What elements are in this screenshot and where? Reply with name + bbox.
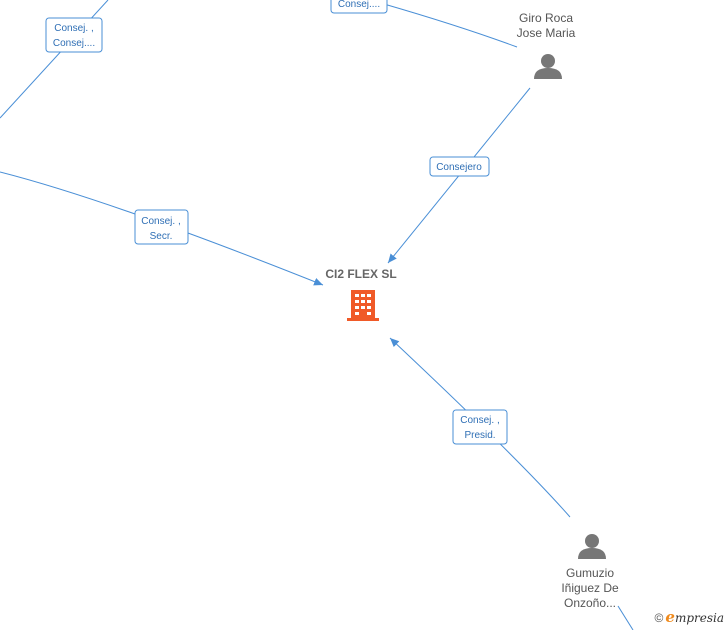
person-icon (534, 54, 562, 79)
edge-label-line: Consej. , (460, 415, 499, 426)
edge-label-line: Consej. , (54, 23, 93, 34)
person-name-line: Giro Roca (519, 11, 573, 25)
company-node[interactable]: CI2 FLEX SL (325, 267, 397, 321)
edge-label-line: Consej.... (53, 38, 95, 49)
edge-label-line: Consejero (436, 162, 482, 173)
edge-top (383, 3, 518, 48)
edge-label-line: Secr. (150, 231, 173, 242)
copyright-icon: © (654, 611, 664, 625)
person-name-line: Iñiguez De (561, 581, 619, 595)
person-node-giro-roca[interactable]: Giro Roca Jose Maria (517, 11, 576, 79)
edge-label-consej-secr[interactable]: Consej. , Secr. (134, 209, 189, 245)
edge-bottom-right (617, 605, 634, 630)
edge-label-consej-top[interactable]: Consej.... (330, 0, 388, 14)
edge-label-line: Consej.... (338, 0, 380, 10)
brand-initial: e (665, 608, 675, 626)
brand-name: mpresia (674, 611, 724, 625)
edge-label-consej-presid[interactable]: Consej. , Presid. (452, 409, 508, 445)
person-name-line: Onzoño... (564, 596, 616, 610)
edge-label-consej-consej[interactable]: Consej. , Consej.... (45, 17, 103, 53)
person-node-gumuzio[interactable]: Gumuzio Iñiguez De Onzoño... (561, 534, 619, 610)
edge-label-consejero[interactable]: Consejero (429, 156, 490, 177)
edge-label-line: Presid. (464, 430, 495, 441)
person-icon (578, 534, 606, 559)
company-name: CI2 FLEX SL (325, 267, 396, 281)
person-name-line: Gumuzio (566, 566, 614, 580)
person-name-line: Jose Maria (517, 26, 576, 40)
building-icon (347, 290, 379, 321)
empresia-watermark: ©empresia (655, 608, 724, 626)
edge-label-line: Consej. , (141, 216, 180, 227)
